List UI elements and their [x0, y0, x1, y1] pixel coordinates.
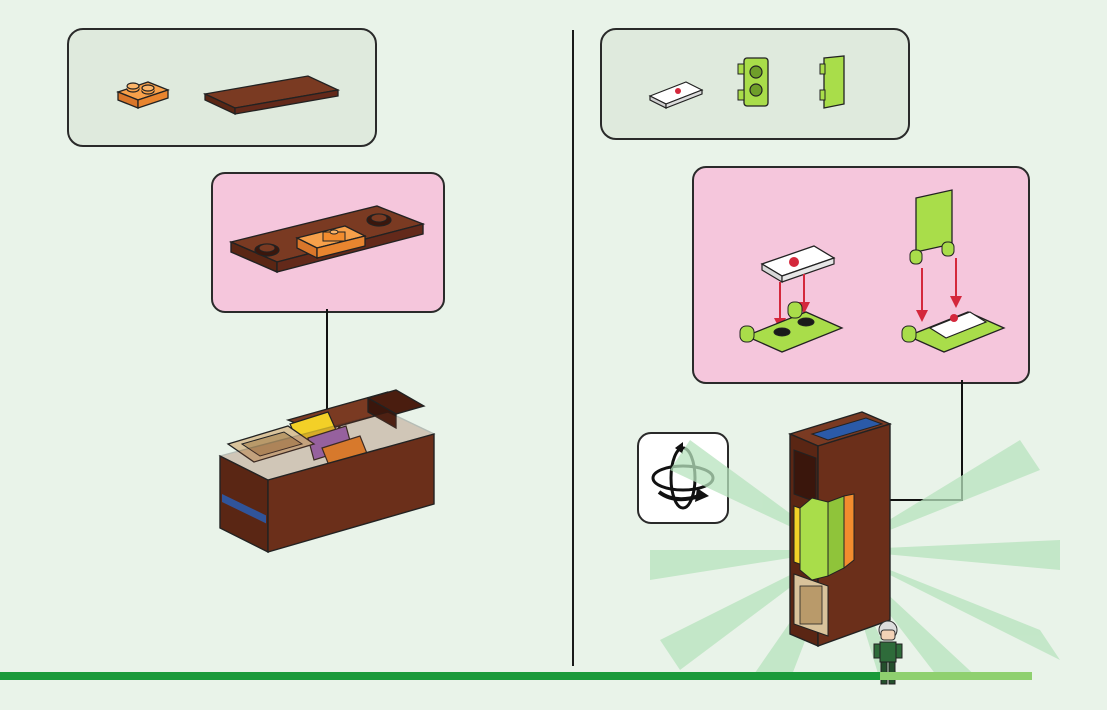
left-parts-box — [67, 28, 377, 147]
brown-tile-part-icon — [203, 74, 343, 118]
hinge-plate-part-icon — [738, 54, 776, 112]
box-model-illustration — [218, 384, 442, 552]
right-callout — [692, 166, 1030, 384]
book-cover-part-icon — [818, 54, 848, 112]
plate-assembly-illustration — [227, 202, 427, 282]
hinge-assembly-illustration — [734, 186, 1014, 366]
right-parts-box — [600, 28, 910, 140]
left-callout — [211, 172, 445, 313]
orange-plate-part-icon — [113, 78, 173, 114]
step-divider — [572, 30, 574, 666]
bookshelf-model-illustration — [782, 410, 894, 650]
page-bottom-bar — [0, 672, 880, 680]
page-bottom-bar-accent — [880, 672, 1032, 680]
printed-tile-part-icon — [648, 78, 704, 110]
